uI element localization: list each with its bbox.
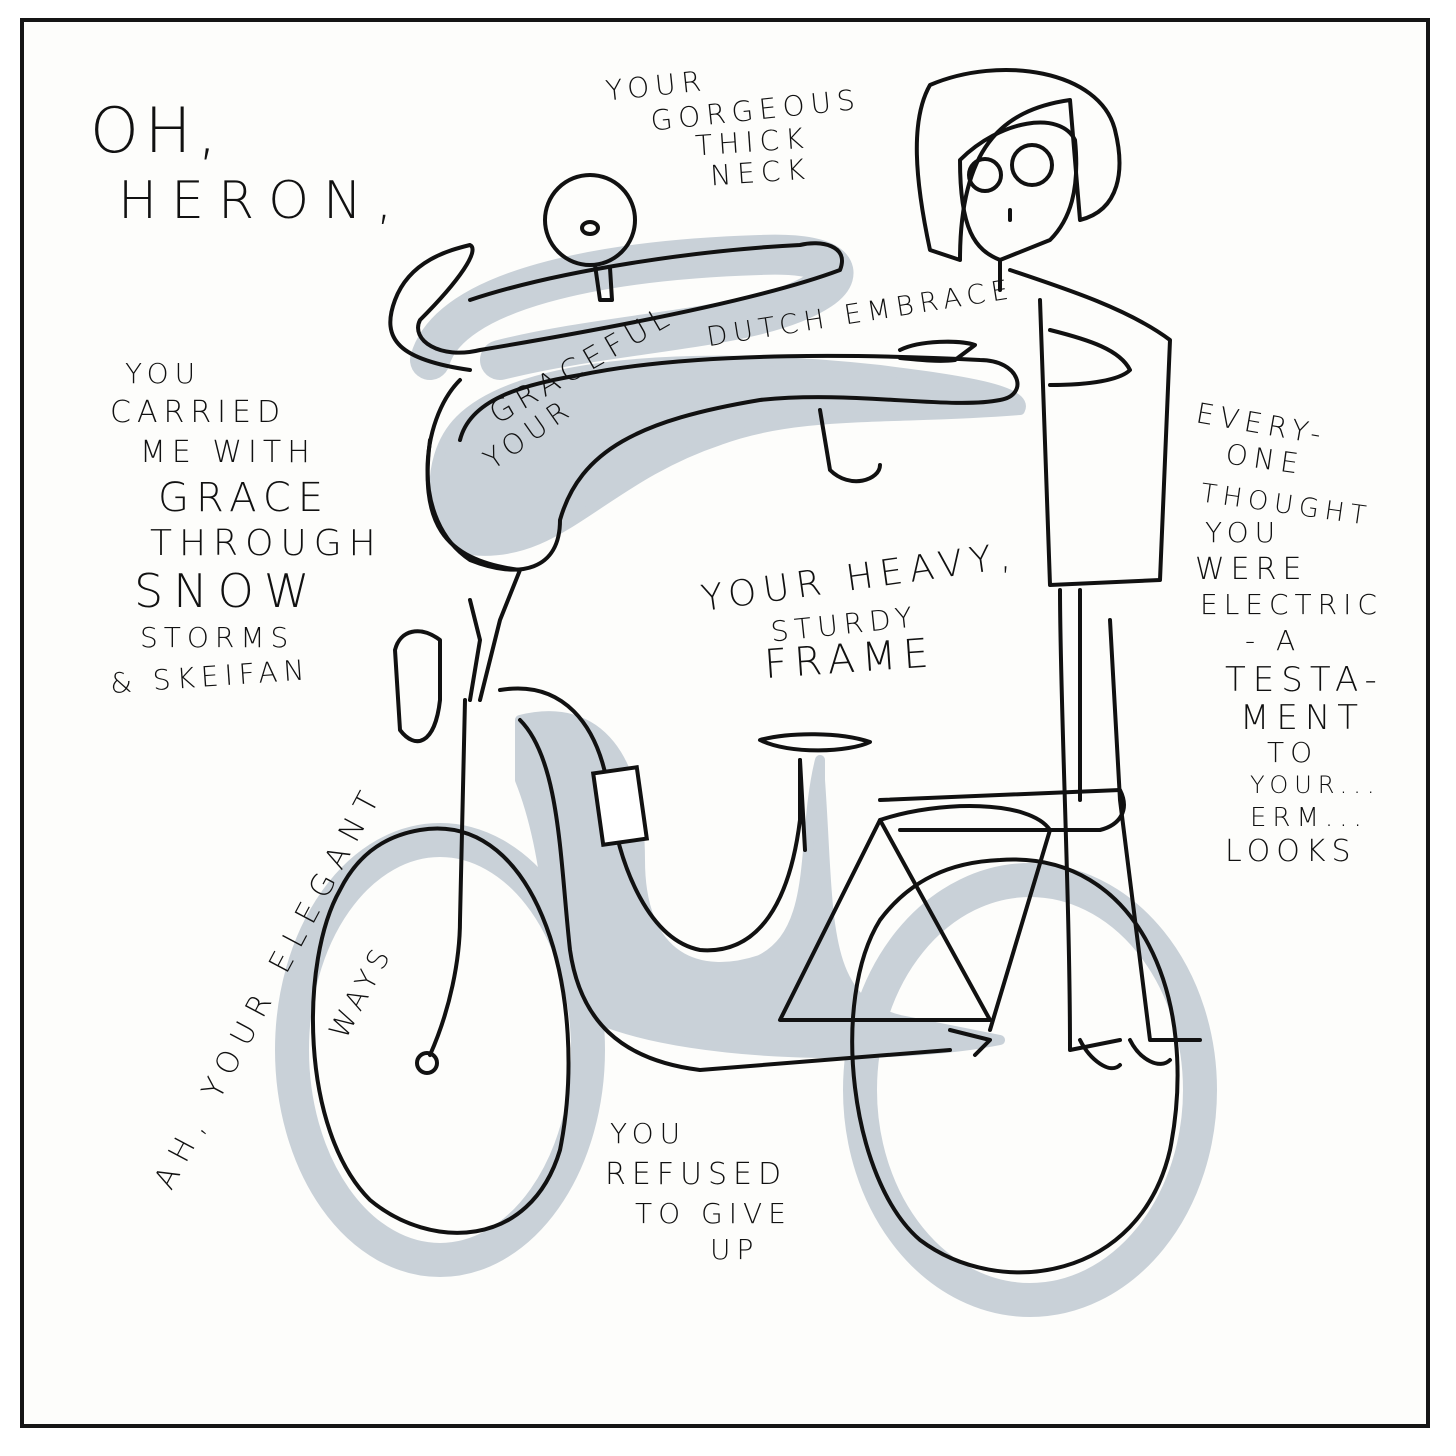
electric-caption-line: ERM...: [1250, 803, 1368, 833]
electric-caption-line: MENT: [1240, 698, 1366, 738]
neck-caption: YOUR GORGEOUS THICK NECK: [600, 62, 900, 192]
electric-caption-line: TO: [1267, 736, 1319, 769]
front-hub: [415, 1051, 439, 1075]
electric-caption-line: - A: [1245, 624, 1302, 657]
electric-caption-line: YOUR...: [1250, 771, 1381, 799]
carried-caption-line: GRACE: [158, 475, 331, 521]
carried-caption-line: ME WITH: [140, 435, 316, 470]
carried-caption-line: YOU: [125, 357, 202, 390]
carried-caption-line: CARRIED: [110, 395, 287, 430]
person-feet: [1078, 1038, 1172, 1071]
carried-caption-line: SNOW: [134, 564, 320, 618]
main-frame: [498, 686, 802, 953]
handlebar: [388, 241, 844, 372]
title-heron: HERON,: [118, 171, 407, 231]
rear-stay: [878, 804, 1052, 1032]
frame-caption: YOUR HEAVY, STURDY FRAME: [699, 535, 1020, 688]
electric-caption-line: LOOKS: [1225, 834, 1357, 869]
rear-wheel-wash: [843, 863, 1217, 1317]
person-eye-left: [967, 157, 1003, 193]
person-face: [958, 120, 1079, 262]
front-wheel: [310, 826, 571, 1235]
brake-cable: [425, 438, 522, 702]
person-figure: [898, 68, 1202, 1071]
lower-frame: [518, 718, 952, 1072]
handlebar-wash: [410, 234, 854, 380]
person-eye-right: [1010, 143, 1054, 187]
refused-caption-line: TO GIVE: [635, 1197, 792, 1230]
refused-caption-line: UP: [710, 1233, 760, 1266]
bell-stem: [593, 263, 614, 302]
person-hair: [914, 68, 1122, 262]
embrace-tube: [425, 353, 1020, 572]
title-oh: OH,: [90, 94, 224, 167]
front-wheel-wash: [275, 823, 605, 1277]
bell: [543, 173, 637, 267]
electric-caption-line: TESTA-: [1225, 660, 1384, 700]
carried-caption: YOU CARRIED ME WITH GRACE THROUGH SNOW S…: [109, 360, 376, 701]
bell-dot: [580, 220, 600, 236]
refused-caption: YOU REFUSED TO GIVE UP: [600, 1120, 786, 1264]
electric-caption-line: ELECTRIC: [1200, 588, 1383, 621]
electric-caption-line: YOU: [1205, 516, 1282, 549]
frame-sticker: [590, 765, 650, 847]
person-arm: [1048, 328, 1132, 387]
person-leg-right: [1108, 618, 1202, 1042]
rear-wheel: [850, 857, 1180, 1275]
carried-caption-line: STORMS: [140, 621, 295, 654]
saddle: [758, 732, 872, 753]
person-hand: [898, 339, 977, 363]
chainring: [948, 1028, 992, 1057]
person-body: [1008, 268, 1172, 587]
frame-wash: [515, 711, 1005, 1059]
electric-caption: EVERY- ONE THOUGHT YOU WERE ELECTRIC - A…: [1194, 396, 1378, 866]
rear-triangle: [778, 818, 992, 1022]
front-fork: [428, 698, 467, 1057]
carried-caption-line: THROUGH: [150, 523, 383, 564]
front-lamp: [393, 629, 442, 744]
head-tube: [468, 598, 482, 702]
dangling-leg: [818, 408, 882, 484]
seat-post: [798, 758, 807, 852]
refused-caption-line: REFUSED: [605, 1157, 788, 1192]
person-pants: [1058, 588, 1122, 1052]
electric-caption-line: WERE: [1195, 552, 1308, 587]
refused-caption-line: YOU: [610, 1117, 687, 1150]
